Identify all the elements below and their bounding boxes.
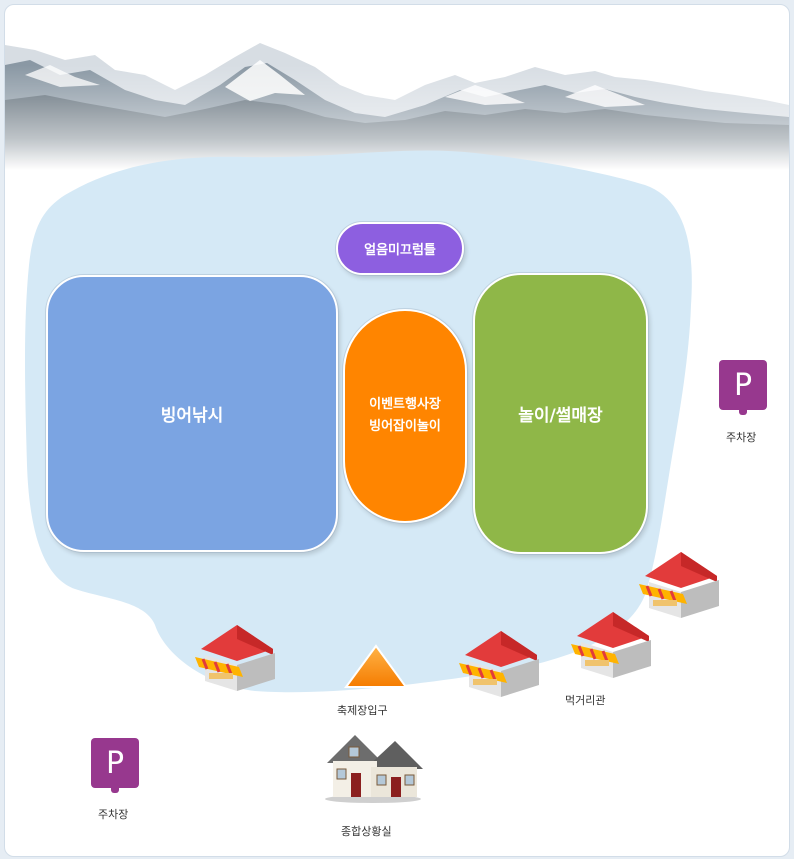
entrance-triangle-icon[interactable] bbox=[343, 643, 409, 693]
food-stall-icon[interactable] bbox=[635, 548, 727, 620]
info-center-label: 종합상황실 bbox=[341, 825, 392, 838]
parking-right-label: 주차장 bbox=[726, 431, 757, 444]
food-stall-icon[interactable] bbox=[455, 627, 547, 699]
event-label-line1: 이벤트행사장 bbox=[369, 397, 441, 412]
house-icon[interactable] bbox=[321, 729, 425, 803]
food-stall-icon[interactable] bbox=[191, 621, 283, 693]
event-label-line2: 빙어잡이놀이 bbox=[369, 419, 441, 434]
parking-sign-icon: P bbox=[91, 738, 139, 788]
event-zone[interactable]: 이벤트행사장 빙어잡이놀이 bbox=[343, 309, 467, 523]
festival-map: 얼음미끄럼틀 빙어낚시 이벤트행사장 빙어잡이놀이 놀이/썰매장 P 주차장 P… bbox=[4, 4, 790, 857]
play-sled-label: 놀이/썰매장 bbox=[518, 406, 603, 426]
parking-left-label: 주차장 bbox=[98, 808, 129, 821]
ice-slide-zone[interactable]: 얼음미끄럼틀 bbox=[336, 222, 464, 275]
snowy-mountains-banner bbox=[5, 43, 789, 170]
play-sled-zone[interactable]: 놀이/썰매장 bbox=[473, 273, 648, 554]
food-stall-icon[interactable] bbox=[567, 608, 659, 680]
ice-slide-label: 얼음미끄럼틀 bbox=[364, 243, 436, 258]
parking-sign-icon: P bbox=[719, 360, 767, 410]
parking-sign-stem bbox=[111, 786, 119, 793]
food-court-label: 먹거리관 bbox=[565, 694, 606, 707]
parking-sign-stem bbox=[739, 408, 747, 415]
entrance-label: 축제장입구 bbox=[337, 704, 388, 717]
ice-fishing-zone[interactable]: 빙어낚시 bbox=[46, 275, 338, 552]
ice-fishing-label: 빙어낚시 bbox=[160, 406, 224, 426]
